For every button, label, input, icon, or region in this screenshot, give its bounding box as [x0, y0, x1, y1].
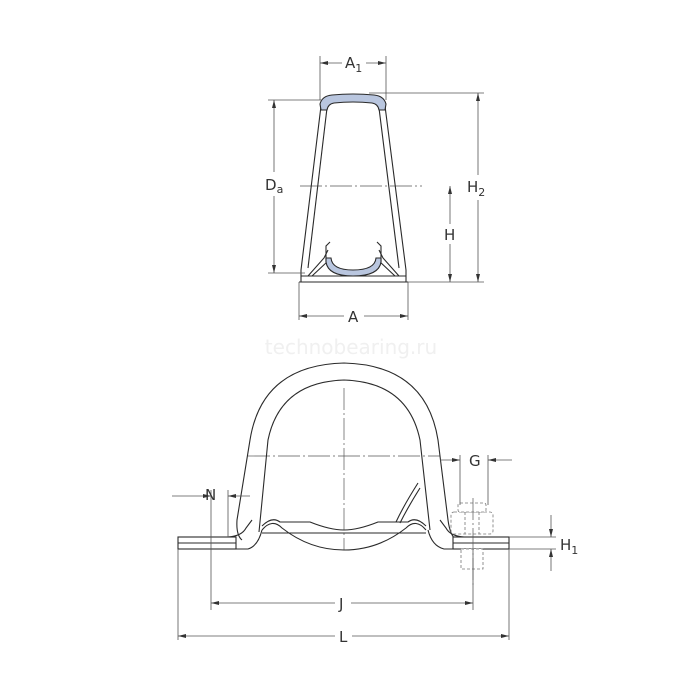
insert-slot-2 — [399, 487, 421, 524]
right-leg-outer — [384, 105, 407, 282]
left-foot-bend — [227, 519, 253, 538]
right-foot-bend — [439, 519, 465, 538]
arrow-icon — [476, 93, 480, 101]
bottom-seal — [325, 257, 382, 277]
arrow-icon — [448, 274, 452, 282]
label-a: A — [348, 308, 359, 326]
arch-outer — [236, 362, 457, 541]
arrow-icon — [203, 494, 211, 498]
label-n: N — [205, 486, 216, 504]
arrow-icon — [488, 458, 496, 462]
bolt-shank — [460, 548, 484, 570]
label-da: Da — [265, 176, 283, 196]
arrow-icon — [272, 265, 276, 273]
insert-slot — [395, 482, 419, 523]
arrow-icon — [320, 61, 328, 65]
label-h1: H1 — [560, 536, 578, 557]
top-seal — [319, 93, 387, 111]
arrow-icon — [476, 274, 480, 282]
left-leg-inner — [307, 107, 328, 269]
arrow-icon — [299, 314, 307, 318]
right-support-2 — [379, 261, 396, 277]
left-leg-outer — [300, 105, 322, 282]
left-tab — [325, 241, 331, 262]
arrow-icon — [448, 186, 452, 194]
arrow-icon — [272, 100, 276, 108]
arrow-icon — [400, 314, 408, 318]
insert-top — [261, 519, 427, 531]
watermark-text: technobearing.ru — [265, 335, 437, 359]
arrow-icon — [501, 634, 509, 638]
label-j: J — [338, 595, 343, 613]
arrow-icon — [211, 601, 219, 605]
right-leg-inner — [378, 107, 400, 269]
arrow-icon — [452, 458, 460, 462]
nut-icon — [450, 511, 494, 535]
label-l: L — [339, 628, 348, 646]
arrow-icon — [549, 549, 553, 557]
arrow-icon — [228, 494, 236, 498]
side-view: A1 Da H2 H A — [265, 54, 485, 326]
label-g: G — [469, 452, 481, 470]
right-foot-bend-outer — [427, 529, 462, 550]
arch-inner — [258, 379, 431, 533]
label-h: H — [444, 226, 455, 244]
arrow-icon — [465, 601, 473, 605]
left-support-2 — [311, 261, 328, 277]
left-support — [307, 249, 329, 277]
right-tab — [376, 241, 382, 262]
arrow-icon — [378, 61, 386, 65]
insert-bottom — [261, 522, 427, 551]
label-a1: A1 — [345, 54, 362, 75]
arrow-icon — [549, 529, 553, 537]
label-h2: H2 — [467, 178, 485, 199]
arrow-icon — [178, 634, 186, 638]
front-view: N G H1 J L — [172, 362, 578, 646]
bolt-head-top — [457, 502, 487, 513]
right-support — [378, 249, 400, 277]
left-foot-bend-outer — [230, 529, 263, 550]
